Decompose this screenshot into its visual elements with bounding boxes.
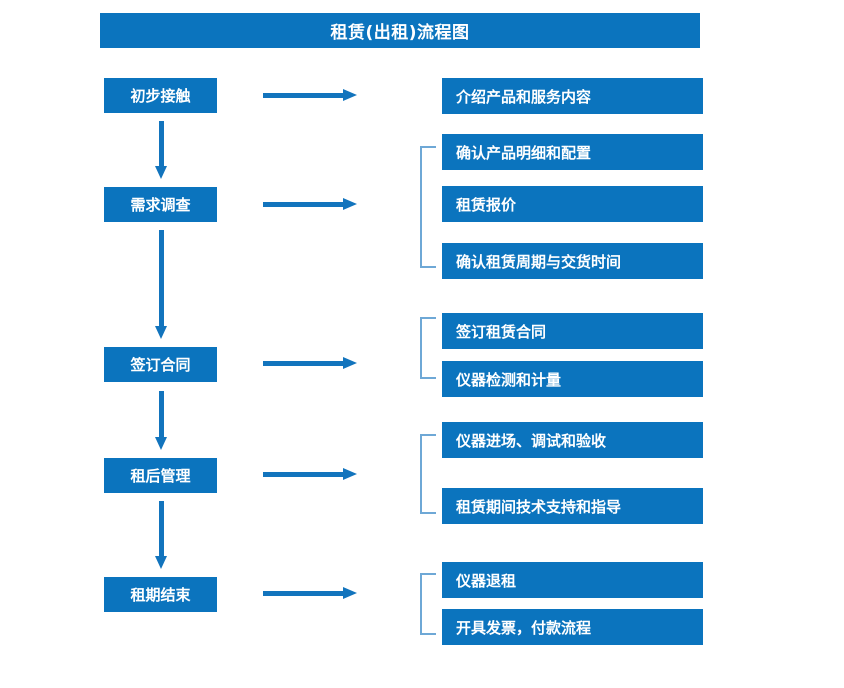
horizontal-arrow-icon-3 (263, 357, 358, 369)
vertical-arrow-icon-3 (155, 391, 168, 450)
detail-box-1-1[interactable]: 介绍产品和服务内容 (442, 78, 703, 114)
detail-box-4-1[interactable]: 仪器进场、调试和验收 (442, 422, 703, 458)
detail-box-2-2[interactable]: 租赁报价 (442, 186, 703, 222)
stage-box-1[interactable]: 初步接触 (104, 78, 217, 113)
detail-box-5-1[interactable]: 仪器退租 (442, 562, 703, 598)
chart-title: 租赁(出租)流程图 (100, 13, 700, 48)
stage-box-4[interactable]: 租后管理 (104, 458, 217, 493)
detail-box-2-3[interactable]: 确认租赁周期与交货时间 (442, 243, 703, 279)
group-bracket-3 (420, 317, 436, 379)
vertical-arrow-icon-4 (155, 501, 168, 569)
horizontal-arrow-icon-2 (263, 198, 358, 210)
vertical-arrow-icon-1 (155, 121, 168, 179)
stage-box-3[interactable]: 签订合同 (104, 347, 217, 382)
horizontal-arrow-icon-4 (263, 468, 358, 480)
vertical-arrow-icon-2 (155, 230, 168, 339)
detail-box-4-2[interactable]: 租赁期间技术支持和指导 (442, 488, 703, 524)
group-bracket-5 (420, 573, 436, 635)
stage-box-2[interactable]: 需求调查 (104, 187, 217, 222)
detail-box-3-2[interactable]: 仪器检测和计量 (442, 361, 703, 397)
horizontal-arrow-icon-1 (263, 89, 358, 101)
detail-box-2-1[interactable]: 确认产品明细和配置 (442, 134, 703, 170)
detail-box-5-2[interactable]: 开具发票，付款流程 (442, 609, 703, 645)
detail-box-3-1[interactable]: 签订租赁合同 (442, 313, 703, 349)
group-bracket-4 (420, 434, 436, 514)
group-bracket-2 (420, 146, 436, 268)
horizontal-arrow-icon-5 (263, 587, 358, 599)
stage-box-5[interactable]: 租期结束 (104, 577, 217, 612)
